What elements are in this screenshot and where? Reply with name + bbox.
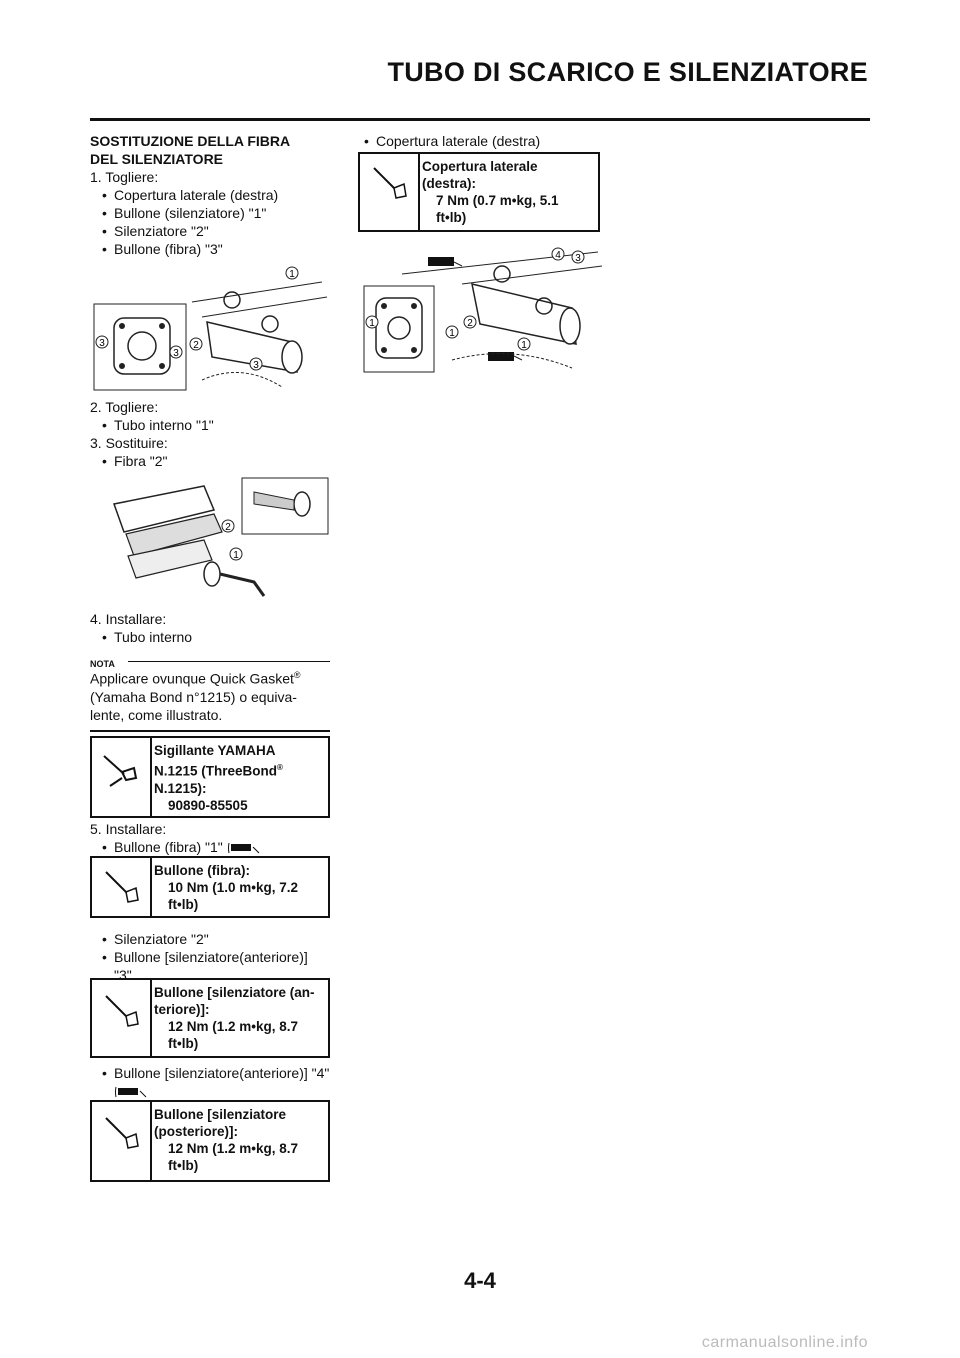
spec-label: (posteriore)]: xyxy=(154,1124,238,1139)
list-item: •Fibra "2" xyxy=(102,453,168,469)
right-column: •Copertura laterale (destra) xyxy=(358,132,608,150)
spec-label: Copertura laterale xyxy=(422,159,538,174)
torque-icon xyxy=(105,1117,139,1149)
svg-text:3: 3 xyxy=(253,360,259,371)
nota-text: Applicare ovunque Quick Gasket xyxy=(90,670,294,687)
step-2: 2. Togliere: xyxy=(90,399,159,415)
torque-wrench-icon xyxy=(115,1087,147,1098)
spec-value: 12 Nm (1.2 m•kg, 8.7 xyxy=(168,1141,299,1156)
list-item: •Bullone (fibra) "3" xyxy=(102,241,223,257)
left-column-silenz: •Silenziatore "2" •Bullone [silenziatore… xyxy=(90,930,330,984)
spec-label: N.1215): xyxy=(154,780,207,796)
spec-box-anteriore: Bullone [silenziatore (an- teriore)]: 12… xyxy=(90,978,330,1058)
spec-value: ft•lb) xyxy=(436,210,467,225)
torque-icon xyxy=(105,871,139,903)
torque-icon xyxy=(373,167,407,199)
watermark: carmanualsonline.info xyxy=(701,1334,868,1351)
left-column: SOSTITUZIONE DELLA FIBRA DEL SILENZIATOR… xyxy=(90,132,330,258)
list-item: •Bullone [silenziatore(anteriore)] xyxy=(102,949,308,965)
left-column-step-4: 4. Installare: •Tubo interno xyxy=(90,610,330,646)
nota-label: NOTA xyxy=(90,659,115,669)
torque-wrench-icon xyxy=(227,843,260,854)
list-item: •Tubo interno "1" xyxy=(102,417,214,433)
nota-box: NOTA Applicare ovunque Quick Gasket® (Ya… xyxy=(90,654,330,732)
spec-value: 7 Nm (0.7 m•kg, 5.1 xyxy=(436,193,559,208)
sealant-icon-cell xyxy=(92,738,152,816)
svg-text:1: 1 xyxy=(521,340,527,351)
list-item: •Silenziatore "2" xyxy=(102,931,209,947)
nota-text: lente, come illustrato. xyxy=(90,706,223,723)
header-rule xyxy=(90,118,870,121)
sealant-spec-box: Sigillante YAMAHA N.1215 (ThreeBond® N.1… xyxy=(90,736,330,818)
registered-mark: ® xyxy=(277,763,283,772)
inner-tube-figure: 2 1 xyxy=(113,477,329,597)
spec-label: Sigillante YAMAHA xyxy=(154,743,276,758)
left-column-steps-2-3: 2. Togliere: •Tubo interno "1" 3. Sostit… xyxy=(90,398,330,470)
spec-value: 10 Nm (1.0 m•kg, 7.2 xyxy=(168,880,299,895)
list-item: •Bullone (silenziatore) "1" xyxy=(102,205,267,221)
spec-label: N.1215 (ThreeBond xyxy=(154,763,278,779)
spec-label: teriore)]: xyxy=(154,1002,210,1017)
nota-text: (Yamaha Bond n°1215) o equiva- xyxy=(90,688,297,705)
spec-value: 12 Nm (1.2 m•kg, 8.7 xyxy=(168,1019,299,1034)
spec-value: ft•lb) xyxy=(168,897,199,912)
section-heading-cont: DEL SILENZIATORE xyxy=(90,151,224,167)
list-item: •Bullone [silenziatore(anteriore)] "4" xyxy=(102,1065,330,1081)
svg-text:1: 1 xyxy=(369,318,375,329)
svg-text:2: 2 xyxy=(193,340,199,351)
page-number: 4-4 xyxy=(464,1268,496,1293)
sealant-tube-icon xyxy=(103,755,138,787)
registered-mark: ® xyxy=(293,670,301,680)
svg-text:3: 3 xyxy=(575,253,581,264)
spec-value: ft•lb) xyxy=(168,1158,199,1173)
step-3: 3. Sostituire: xyxy=(90,435,168,451)
svg-text:1: 1 xyxy=(449,328,455,339)
page-title: TUBO DI SCARICO E SILENZIATORE xyxy=(387,57,868,87)
muffler-removal-figure: 1 2 3 3 3 xyxy=(93,266,328,391)
spec-value: ft•lb) xyxy=(168,1036,199,1051)
list-item: •Tubo interno xyxy=(102,629,193,645)
left-column-bullone4: •Bullone [silenziatore(anteriore)] "4" xyxy=(90,1064,335,1100)
step-5: 5. Installare: xyxy=(90,821,167,837)
spec-label: Bullone [silenziatore (an- xyxy=(154,985,315,1000)
nota-rule xyxy=(128,661,330,662)
list-item: •Silenziatore "2" xyxy=(102,223,209,239)
step-1: 1. Togliere: xyxy=(90,169,159,185)
list-item: •Bullone (fibra) "1" xyxy=(102,838,330,856)
svg-text:1: 1 xyxy=(289,269,295,280)
list-item: •Copertura laterale (destra) xyxy=(364,133,541,149)
svg-text:2: 2 xyxy=(467,318,473,329)
spec-box-fibra: Bullone (fibra): 10 Nm (1.0 m•kg, 7.2 ft… xyxy=(90,856,330,918)
nota-bottom-rule xyxy=(90,729,330,732)
svg-text:1: 1 xyxy=(233,550,239,561)
spec-value: 90890-85505 xyxy=(168,797,248,813)
muffler-installation-figure: 4 3 1 1 2 1 xyxy=(363,247,603,373)
svg-text:4: 4 xyxy=(555,250,561,261)
spec-label: Bullone [silenziatore xyxy=(154,1107,287,1122)
list-item: •Copertura laterale (destra) xyxy=(102,187,279,203)
step-4: 4. Installare: xyxy=(90,611,167,627)
svg-text:3: 3 xyxy=(99,338,105,349)
svg-text:3: 3 xyxy=(173,348,179,359)
spec-box-posteriore: Bullone [silenziatore (posteriore)]: 12 … xyxy=(90,1100,330,1182)
torque-icon xyxy=(105,995,139,1027)
section-heading: SOSTITUZIONE DELLA FIBRA xyxy=(90,133,291,149)
spec-box-copertura: Copertura laterale (destra): 7 Nm (0.7 m… xyxy=(358,152,600,232)
spec-label: Bullone (fibra): xyxy=(154,863,250,878)
svg-text:2: 2 xyxy=(225,522,231,533)
spec-label: (destra): xyxy=(422,176,477,191)
left-column-step-5: 5. Installare: •Bullone (fibra) "1" xyxy=(90,820,330,856)
